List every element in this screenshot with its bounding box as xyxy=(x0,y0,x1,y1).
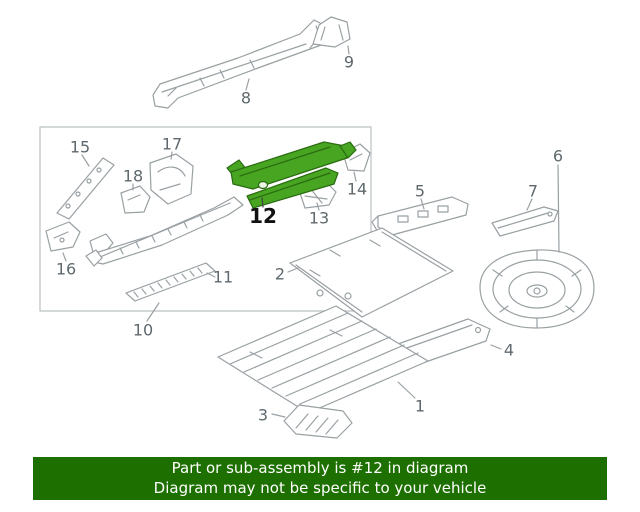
callout-18: 18 xyxy=(122,166,144,186)
callout-16: 16 xyxy=(55,259,77,279)
callout-7: 7 xyxy=(527,181,539,201)
banner-line2: Diagram may not be specific to your vehi… xyxy=(153,479,487,497)
disclaimer-banner: Part or sub-assembly is #12 in diagram D… xyxy=(33,457,607,500)
callout-8: 8 xyxy=(240,88,252,108)
part-18-bracket xyxy=(120,185,151,214)
part-12-tab xyxy=(339,141,357,159)
part-1-floor-pan xyxy=(217,305,429,414)
part-12-rail-upper xyxy=(230,141,348,190)
part-3-bracket xyxy=(283,404,353,439)
part-12-highlighted xyxy=(226,141,357,209)
part-2-floor-panel xyxy=(289,227,454,318)
part-7-rail xyxy=(491,206,559,237)
callout-9: 9 xyxy=(343,52,355,72)
part-5-rear-panel xyxy=(371,196,469,236)
callout-3: 3 xyxy=(257,405,269,425)
part-15-strip xyxy=(56,157,115,220)
part-small-bracket-a xyxy=(89,233,114,253)
callout-4: 4 xyxy=(503,340,515,360)
part-16-bracket xyxy=(45,221,81,252)
callout-15: 15 xyxy=(69,137,91,157)
part-17-wheelhouse-bracket xyxy=(149,153,194,205)
leader-lines xyxy=(62,45,560,418)
callout-17: 17 xyxy=(161,134,183,154)
part-9-bracket xyxy=(312,16,351,48)
callout-11: 11 xyxy=(212,267,234,287)
callout-1: 1 xyxy=(414,396,426,416)
callout-10: 10 xyxy=(132,320,154,340)
callout-6: 6 xyxy=(552,146,564,166)
callout-13: 13 xyxy=(308,208,330,228)
callout-12-highlighted: 12 xyxy=(249,204,277,228)
part-6-spare-tub xyxy=(479,249,595,329)
banner-line1: Part or sub-assembly is #12 in diagram xyxy=(171,459,469,477)
callout-14: 14 xyxy=(346,179,368,199)
sub-assembly-box xyxy=(39,126,372,312)
callout-5: 5 xyxy=(414,181,426,201)
part-10-rail-assembly xyxy=(85,196,244,267)
part-11-slotted-sill xyxy=(125,262,216,302)
callout-2: 2 xyxy=(274,264,286,284)
